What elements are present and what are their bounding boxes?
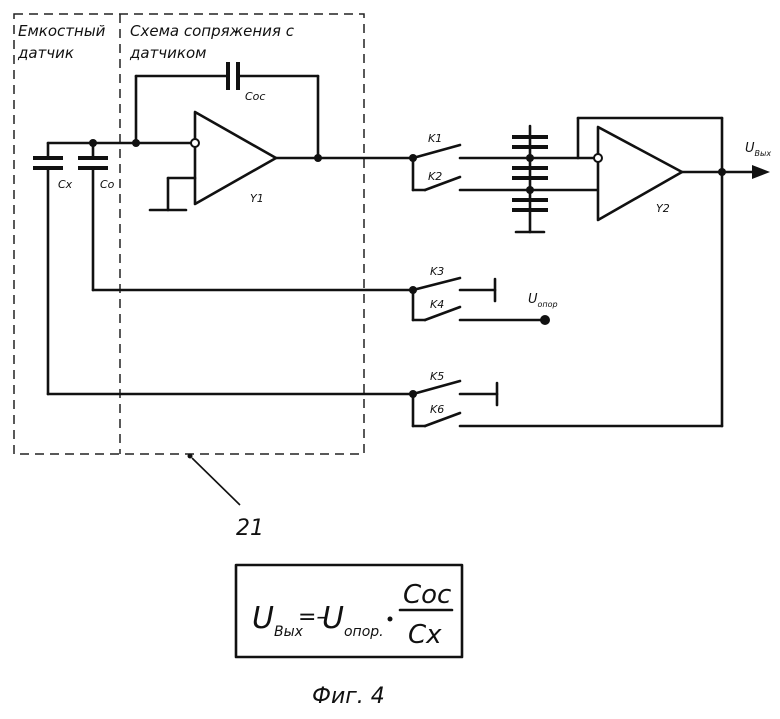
formula-equals: =–: [298, 605, 327, 630]
interface-region-label-line1: Схема сопряжения с: [130, 22, 295, 40]
formula-numerator: Coc: [403, 580, 451, 610]
callout-21: [187, 453, 241, 506]
k3-label: K3: [430, 265, 444, 278]
formula-rhs-main: U: [322, 601, 344, 636]
switches-k1-k2: [409, 143, 600, 192]
opamp-y2: [576, 116, 770, 428]
formula-denominator: Cx: [408, 620, 442, 650]
sensor-region-label-line1: Емкостный: [18, 22, 106, 40]
k2-label: K2: [428, 170, 442, 183]
formula-lhs-main: U: [252, 601, 274, 636]
callout-number: 21: [236, 516, 264, 541]
figure-caption: Фиг. 4: [312, 684, 385, 709]
uref-sub: опор: [538, 300, 558, 309]
uout-main: U: [745, 141, 755, 156]
uout-label: UВых: [745, 141, 771, 158]
k1-label: K1: [428, 132, 442, 145]
k4-label: K4: [430, 298, 444, 311]
k6-label: K6: [430, 403, 444, 416]
coc-label: Coc: [245, 90, 265, 103]
interface-region-label-line2: датчиком: [129, 44, 206, 62]
formula-box: [234, 563, 464, 659]
formula-lhs: UВых: [252, 601, 304, 640]
switches-k5-k6: [46, 379, 724, 428]
co-label: Co: [100, 178, 115, 191]
capacitor-stack: [512, 124, 548, 234]
formula-rhs: Uопор.: [322, 601, 384, 640]
formula-lhs-sub: Вых: [274, 624, 304, 640]
y2-label: Y2: [656, 202, 670, 215]
switches-k3-k4: [91, 276, 550, 325]
sensor-region-label-line2: датчик: [17, 44, 74, 62]
uref-label: Uопор: [528, 292, 558, 309]
region-boxes: [13, 13, 365, 455]
formula-rhs-sub: опор.: [344, 624, 384, 640]
y1-label: Y1: [250, 192, 264, 205]
feedback-capacitor: [134, 62, 320, 160]
uref-main: U: [528, 292, 538, 307]
k5-label: K5: [430, 370, 444, 383]
opamp-y1: [148, 110, 415, 212]
interface-region-box: [13, 13, 365, 455]
cx-label: Cx: [58, 178, 73, 191]
uout-sub: Вых: [755, 149, 772, 158]
